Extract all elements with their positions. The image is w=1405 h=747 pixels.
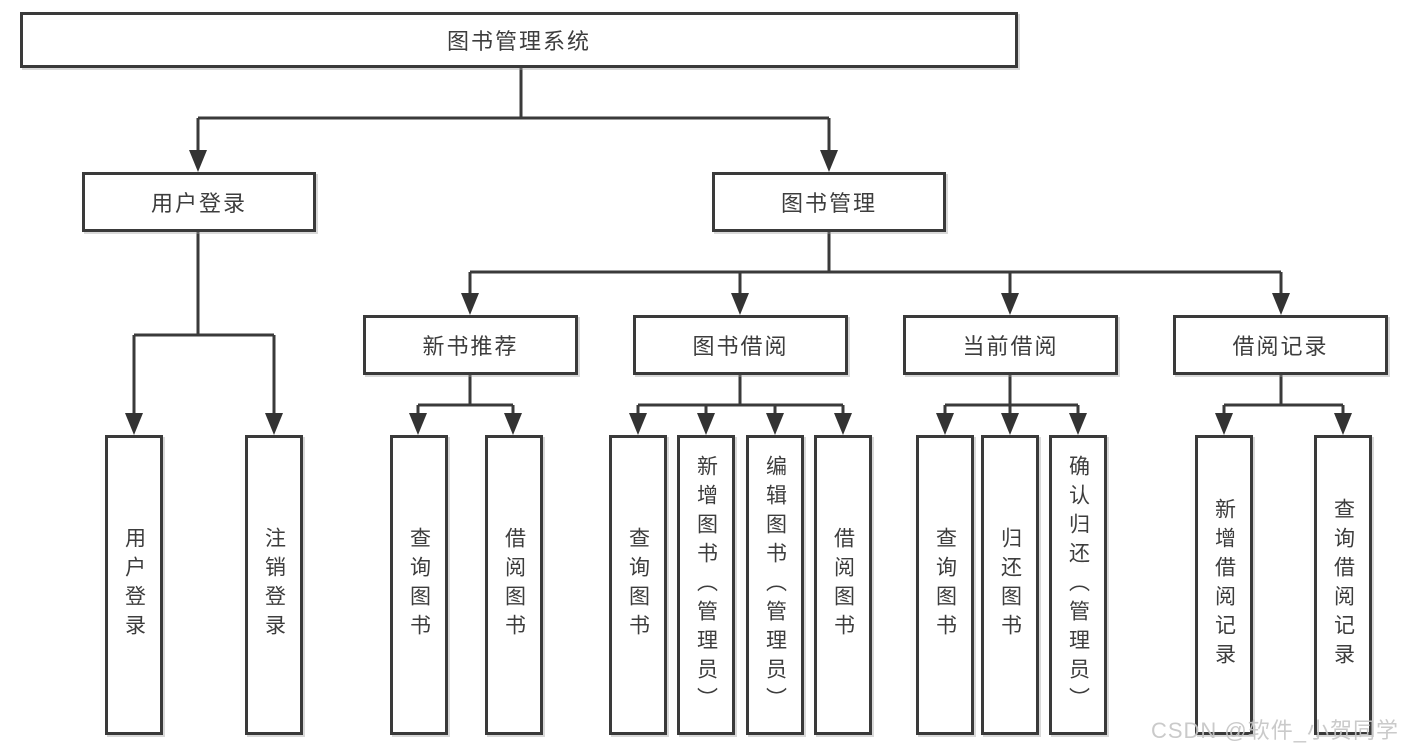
leaf-rec-query-books: 查询图书	[390, 435, 448, 735]
node-root-library-system: 图书管理系统	[20, 12, 1018, 68]
leaf-bb-borrow-books: 借阅图书	[814, 435, 872, 735]
leaf-br-query-record: 查询借阅记录	[1314, 435, 1372, 735]
leaf-bb-edit-books-admin: 编辑图书（管理员）	[746, 435, 804, 735]
arrowheads	[125, 150, 1352, 435]
leaf-user-login: 用户登录	[105, 435, 163, 735]
leaf-cb-confirm-return-admin: 确认归还（管理员）	[1049, 435, 1107, 735]
node-book-management: 图书管理	[712, 172, 946, 232]
node-new-book-recommend: 新书推荐	[363, 315, 578, 375]
leaf-cb-return-books: 归还图书	[981, 435, 1039, 735]
leaf-br-add-record: 新增借阅记录	[1195, 435, 1253, 735]
leaf-bb-add-books-admin: 新增图书（管理员）	[677, 435, 735, 735]
leaf-bb-query-books: 查询图书	[609, 435, 667, 735]
leaf-cb-query-books: 查询图书	[916, 435, 974, 735]
node-current-borrow: 当前借阅	[903, 315, 1118, 375]
leaf-logout: 注销登录	[245, 435, 303, 735]
leaf-rec-borrow-books: 借阅图书	[485, 435, 543, 735]
csdn-watermark: CSDN @软件_小贺同学	[1150, 718, 1399, 743]
node-user-login: 用户登录	[82, 172, 316, 232]
node-borrow-records: 借阅记录	[1173, 315, 1388, 375]
node-book-borrow: 图书借阅	[633, 315, 848, 375]
